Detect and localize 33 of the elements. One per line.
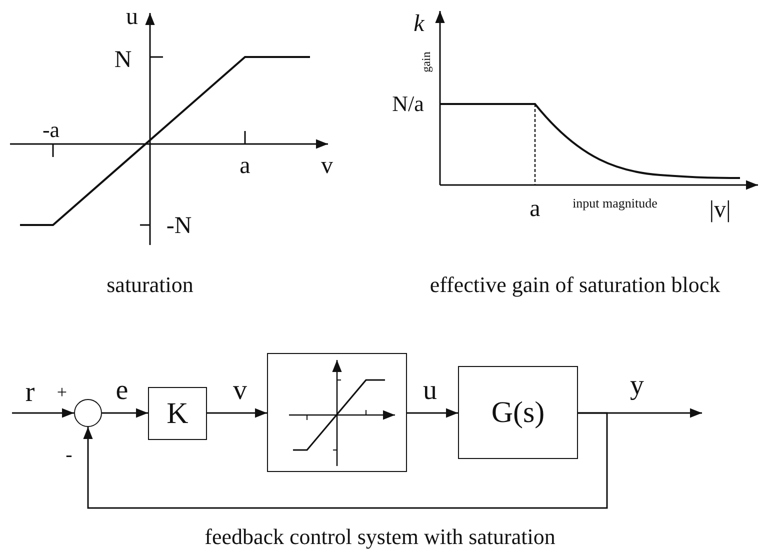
signal-label: r (25, 379, 35, 407)
block-label: K (166, 396, 188, 430)
block-label: G(s) (491, 396, 545, 430)
block-box (148, 387, 207, 440)
axis-label: v (321, 154, 333, 178)
signal-arrow (102, 408, 148, 418)
graph-caption: saturation (106, 274, 194, 296)
axis-title: input magnitude (572, 196, 658, 210)
axis-title: gain (420, 52, 432, 72)
axis-label: N (114, 48, 132, 72)
axis-label: -a (42, 119, 60, 141)
axis-label: -N (166, 214, 192, 238)
axis-label: a (530, 197, 540, 221)
axis-label: + (56, 383, 68, 401)
axis-label: |v| (709, 198, 731, 222)
axis-label: a (240, 154, 250, 178)
axis-label: k (414, 12, 424, 36)
signal-arrow (12, 408, 74, 418)
saturation-block (267, 353, 407, 472)
signal-label: y (630, 372, 644, 400)
figure-caption: feedback control system with saturation (204, 526, 556, 548)
signal-label: u (423, 377, 437, 405)
signal-arrow (407, 408, 458, 418)
signal-label: e (116, 377, 128, 405)
axis-label: N/a (392, 93, 424, 115)
block-box (458, 366, 578, 459)
summing-junction (74, 399, 102, 427)
axis-label: - (66, 445, 72, 465)
signal-label: v (233, 377, 247, 405)
axis-label: u (126, 5, 138, 29)
graph-caption: effective gain of saturation block (430, 274, 720, 296)
signal-arrow (83, 412, 608, 509)
signal-arrow (207, 408, 267, 418)
